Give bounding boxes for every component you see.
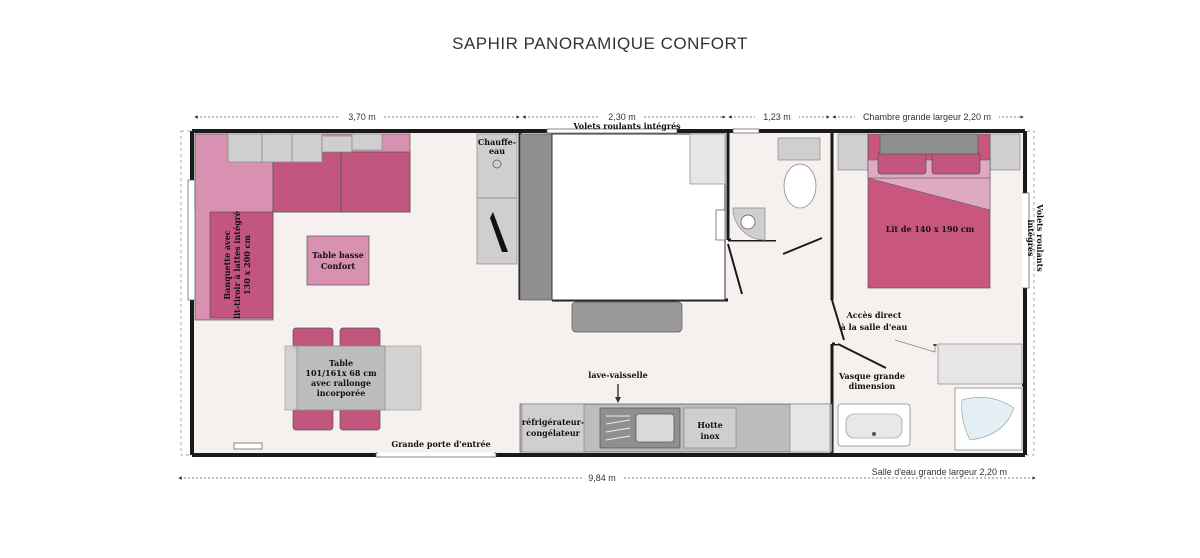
coffee-table-label-1: Table basse	[312, 250, 364, 260]
svg-text:130 x 200 cm: 130 x 200 cm	[242, 235, 252, 295]
dim-wc: 1,23 m	[763, 112, 791, 122]
dishwasher-label: lave-vaisselle	[588, 370, 647, 380]
water-heater-label-1: Chauffe-	[478, 137, 516, 147]
hood-label-1: Hotte	[697, 420, 722, 430]
water-heater-label-2: eau	[489, 146, 505, 156]
drainer-icon	[605, 415, 631, 441]
kitchen-door	[727, 243, 743, 295]
shower-water-icon	[961, 397, 1015, 441]
svg-text:intégrés: intégrés	[1026, 219, 1036, 257]
access-label-2: à la salle d'eau	[841, 322, 908, 332]
sofa	[194, 133, 411, 321]
shutters-side-label: Volets roulants intégrés	[1026, 203, 1045, 272]
entrance-door-label: Grande porte d'entrée	[391, 439, 490, 449]
sofa-label: Banquette avec lit-tiroir à lattes intég…	[222, 211, 252, 319]
washbasin-bowl	[845, 413, 903, 439]
fridge-freezer	[521, 403, 585, 453]
tall-cabinet	[519, 133, 553, 301]
dining-table-label-4: incorporée	[317, 388, 366, 398]
bathroom-cabinet	[937, 343, 1023, 385]
drain-icon	[872, 432, 876, 436]
bedside-table-right	[989, 133, 1021, 171]
dining-chairs	[292, 327, 381, 431]
plan-title: SAPHIR PANORAMIQUE CONFORT	[452, 34, 748, 53]
shutters-top-label: Volets roulants intégrés	[572, 121, 681, 131]
pillow-right	[931, 151, 981, 175]
dining-table	[296, 345, 386, 411]
wall-switch	[715, 209, 726, 241]
pillow-left	[877, 151, 927, 175]
hood-label-2: inox	[701, 431, 720, 441]
dining-table-label-2: 101/161x 68 cm	[305, 368, 377, 378]
dimension-lines-top	[194, 111, 1024, 123]
washbasin-label-1: Vasque grande	[838, 371, 905, 381]
dining-table-label-3: avec rallonge	[311, 378, 371, 388]
headboard	[879, 133, 979, 155]
svg-text:Volets roulants: Volets roulants	[1035, 203, 1045, 272]
radiator	[689, 133, 726, 185]
dim-bathroom: Salle d'eau grande largeur 2,20 m	[872, 467, 1007, 477]
bedroom-door	[831, 299, 845, 341]
coffee-table	[306, 235, 370, 286]
corner-sink-basin-icon	[740, 214, 756, 230]
toilet-tank	[777, 137, 821, 161]
dim-total: 9,84 m	[588, 473, 616, 483]
bed-label: Lit de 140 x 190 cm	[886, 224, 975, 234]
toilet-icon	[783, 163, 817, 209]
dim-kitchen: 2,30 m	[608, 112, 636, 122]
fridge-label-1: réfrigérateur-	[522, 417, 584, 427]
bathroom-door-swing	[894, 339, 936, 353]
hob	[683, 407, 737, 449]
fridge-label-2: congélateur	[526, 428, 581, 438]
sink-basin	[635, 413, 675, 443]
radiator-bottom	[571, 301, 683, 333]
dim-bedroom: Chambre grande largeur 2,20 m	[863, 112, 991, 122]
water-heater-icon	[492, 159, 502, 169]
svg-text:Banquette avec: Banquette avec	[222, 230, 232, 299]
washbasin-label-2: dimension	[849, 381, 896, 391]
dining-table-label-1: Table	[329, 358, 353, 368]
coffee-table-label-2: Confort	[321, 261, 356, 271]
dim-living: 3,70 m	[348, 112, 376, 122]
dimension-lines-bottom	[178, 472, 1036, 484]
bedside-table-left	[837, 133, 869, 171]
kitchen-radiator	[789, 403, 831, 453]
wc-door	[782, 237, 823, 255]
bathroom-door	[837, 343, 887, 369]
access-label-1: Accès direct	[846, 310, 902, 320]
water-heater	[476, 133, 518, 199]
oven-icon	[490, 212, 508, 252]
svg-text:lit-tiroir à lattes intégré: lit-tiroir à lattes intégré	[232, 211, 242, 319]
